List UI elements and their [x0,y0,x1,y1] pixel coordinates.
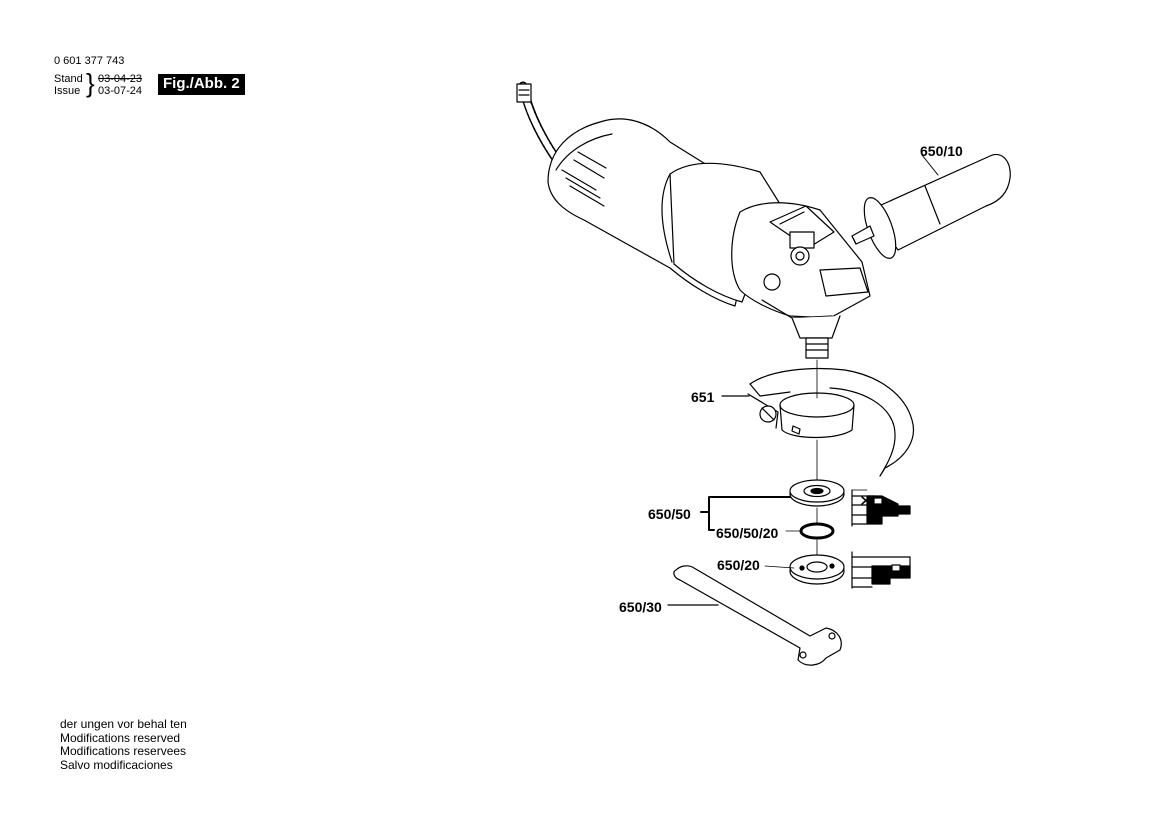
stand-label: Stand [54,73,83,85]
part-number: 0 601 377 743 [54,55,125,67]
group-bracket [700,496,791,531]
footer-line-es: Salvo modificaciones [60,757,173,772]
mounting-flange [789,479,845,507]
footer-line-fr: Modifications reservees [60,744,187,758]
issue-date: 03-07-24 [98,85,143,97]
pin-spanner [667,565,842,666]
footer-line-de: der ungen vor behal ten [60,717,187,731]
label-o-ring: 650/50/20 [716,525,779,541]
o-ring [799,522,835,540]
figure-badge: Fig./Abb. 2 [158,74,245,95]
label-flange-set: 650/50 [648,506,691,522]
grinder-gear-head [731,202,871,359]
footer-notes: der ungen vor behal ten Modifications re… [60,717,187,772]
flange-orientation-icon [851,489,911,527]
footer-line-en: Modifications reserved [60,730,181,745]
label-spanner: 650/30 [619,599,662,615]
label-clamp-nut: 650/20 [717,557,760,573]
issue-label: Issue [54,85,81,97]
stand-date: 03-04-23 [98,73,143,85]
clamp-nut [789,554,845,585]
label-guard: 651 [691,389,715,405]
nut-orientation-icon [851,551,911,589]
wheel-guard [721,367,914,477]
auxiliary-handle [851,153,1011,259]
label-handle: 650/10 [920,143,963,159]
brace-icon: } [86,68,95,98]
